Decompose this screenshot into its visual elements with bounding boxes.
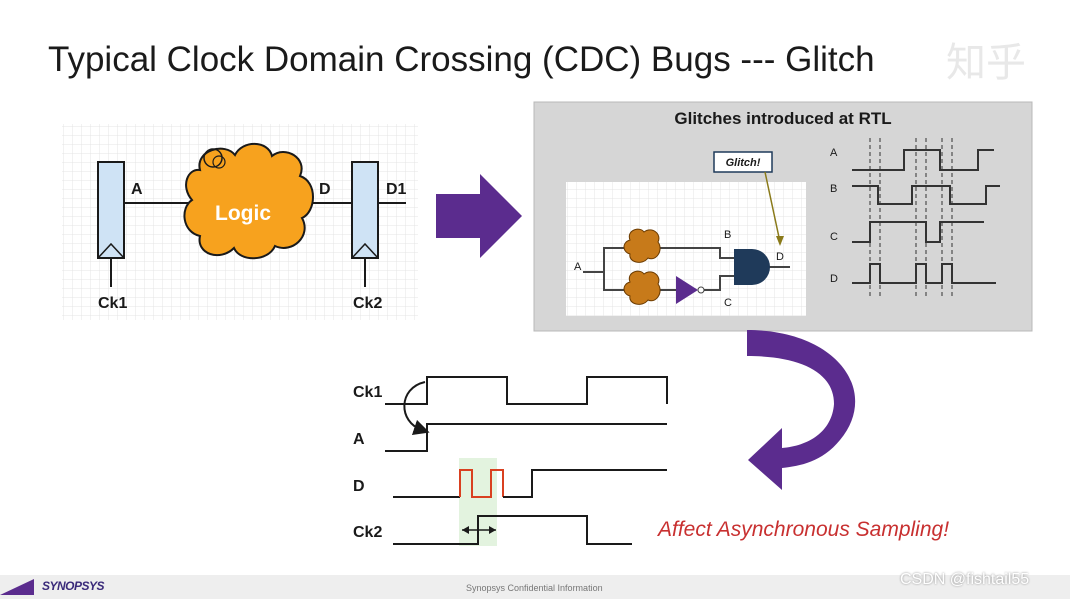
wave-a	[852, 149, 994, 171]
callout-pointer	[764, 171, 781, 243]
clock1-label: Ck1	[98, 295, 127, 312]
wave-ck1	[385, 376, 668, 405]
rtl-waveforms: A B C D	[830, 138, 1000, 296]
logic-label: Logic	[215, 202, 271, 225]
wave-label-a: A	[830, 147, 838, 159]
cloud-swirl	[203, 148, 223, 168]
node-c-label: C	[724, 297, 732, 309]
logic-cloud	[183, 142, 314, 260]
and-gate-icon	[734, 249, 770, 285]
left-circuit-diagram: Logic A D D1 Ck1 Ck2	[62, 124, 418, 320]
double-arrow-left-head	[462, 526, 469, 534]
slide-title: Typical Clock Domain Crossing (CDC) Bugs…	[48, 40, 875, 79]
clock2-label: Ck2	[353, 295, 382, 312]
wire-c	[704, 275, 736, 291]
wave-guides	[869, 138, 953, 296]
cloud-swirl-inner	[212, 155, 226, 169]
synopsys-logo: SYNOPSYS	[42, 579, 105, 593]
wire-b	[656, 247, 736, 259]
wave-d-glitch	[459, 469, 504, 498]
play-button-ears	[960, 510, 1000, 524]
footer-logo-swoosh-icon	[0, 579, 34, 595]
causality-arrow	[403, 381, 430, 436]
node-b-label: B	[724, 229, 731, 241]
wave-label-b: B	[830, 183, 837, 195]
timing-diagram: Ck1 A D Ck2	[353, 376, 668, 546]
glitch-callout-box	[713, 151, 773, 173]
flip-flop-1	[97, 161, 125, 259]
wave-ck2	[393, 515, 632, 545]
wave-d	[852, 263, 996, 284]
wire-a-bottom	[603, 272, 626, 291]
timing-label-ck1: Ck1	[353, 384, 382, 401]
inverter-icon	[676, 276, 698, 304]
timing-label-ck2: Ck2	[353, 524, 382, 541]
wave-a-timing	[385, 423, 667, 452]
confidential-notice: Synopsys Confidential Information	[466, 583, 603, 593]
signal-a-label: A	[131, 181, 143, 198]
glitch-callout-text: Glitch!	[726, 157, 761, 169]
rtl-glitch-panel: Glitches introduced at RTL A B C D Glitc…	[533, 101, 1033, 332]
clock-triangle-1	[97, 242, 125, 259]
curved-down-arrow-icon	[747, 330, 856, 490]
node-d-label: D	[776, 251, 784, 263]
small-logic-cloud-2	[623, 270, 661, 305]
small-logic-cloud-1	[623, 228, 661, 263]
play-triangle-icon[interactable]	[975, 543, 992, 565]
right-arrow-icon	[436, 174, 522, 258]
signal-d1-label: D1	[386, 181, 407, 198]
inverter-bubble	[697, 286, 705, 294]
node-a-label: A	[574, 261, 582, 273]
callout-arrowhead	[776, 236, 784, 246]
wave-d-timing-high	[503, 469, 667, 498]
wire-a-top	[583, 247, 626, 273]
zhihu-watermark: 知乎	[946, 40, 1026, 86]
wave-label-c: C	[830, 231, 838, 243]
signal-d-label: D	[319, 181, 331, 198]
wave-label-d: D	[830, 273, 838, 285]
csdn-credit-watermark: CSDN @fishtail55	[900, 571, 1030, 588]
footer-bar	[0, 575, 1070, 599]
wave-b	[852, 185, 1000, 205]
timing-label-d: D	[353, 478, 365, 495]
flip-flop-2	[351, 161, 379, 259]
rtl-panel-title: Glitches introduced at RTL	[674, 109, 891, 128]
timing-label-a: A	[353, 431, 365, 448]
caption-affect-sampling: Affect Asynchronous Sampling!	[658, 518, 950, 541]
double-arrow-right-head	[489, 526, 496, 534]
clock-triangle-2	[351, 242, 379, 259]
